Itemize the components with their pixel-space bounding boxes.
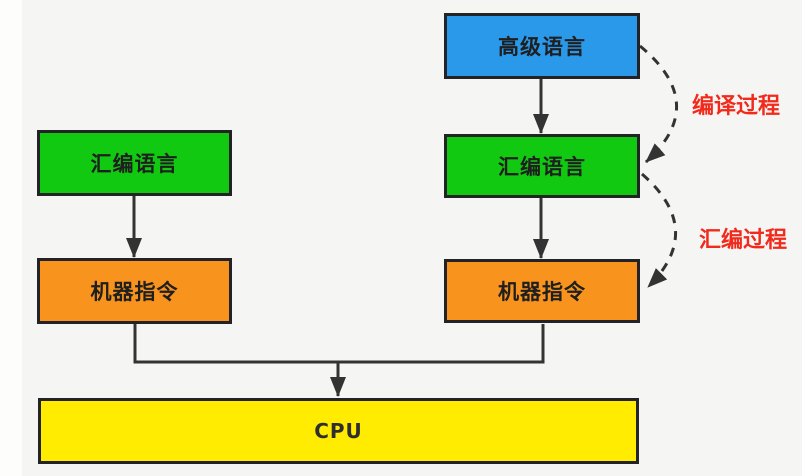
box-right-machine-instructions: 机器指令 xyxy=(444,259,640,323)
box-label: 高级语言 xyxy=(498,35,586,59)
box-left-machine-instructions: 机器指令 xyxy=(37,258,232,324)
connector-machine-merge xyxy=(133,324,545,364)
box-high-level-language: 高级语言 xyxy=(444,13,640,79)
label-assemble-process: 汇编过程 xyxy=(699,228,788,253)
dashed-arc-compile-process xyxy=(639,44,679,164)
label-compile-process: 编译过程 xyxy=(692,94,781,119)
box-label: CPU xyxy=(314,419,363,443)
dashed-arc-assemble-process xyxy=(641,172,678,289)
box-right-assembly-language: 汇编语言 xyxy=(444,134,640,198)
left-margin-strip xyxy=(0,0,22,476)
box-label: 汇编语言 xyxy=(90,152,179,176)
box-left-assembly-language: 汇编语言 xyxy=(37,130,232,196)
box-label: 机器指令 xyxy=(498,280,586,304)
box-label: 汇编语言 xyxy=(498,155,586,179)
box-label: 机器指令 xyxy=(90,280,179,304)
box-cpu: CPU xyxy=(38,398,639,464)
